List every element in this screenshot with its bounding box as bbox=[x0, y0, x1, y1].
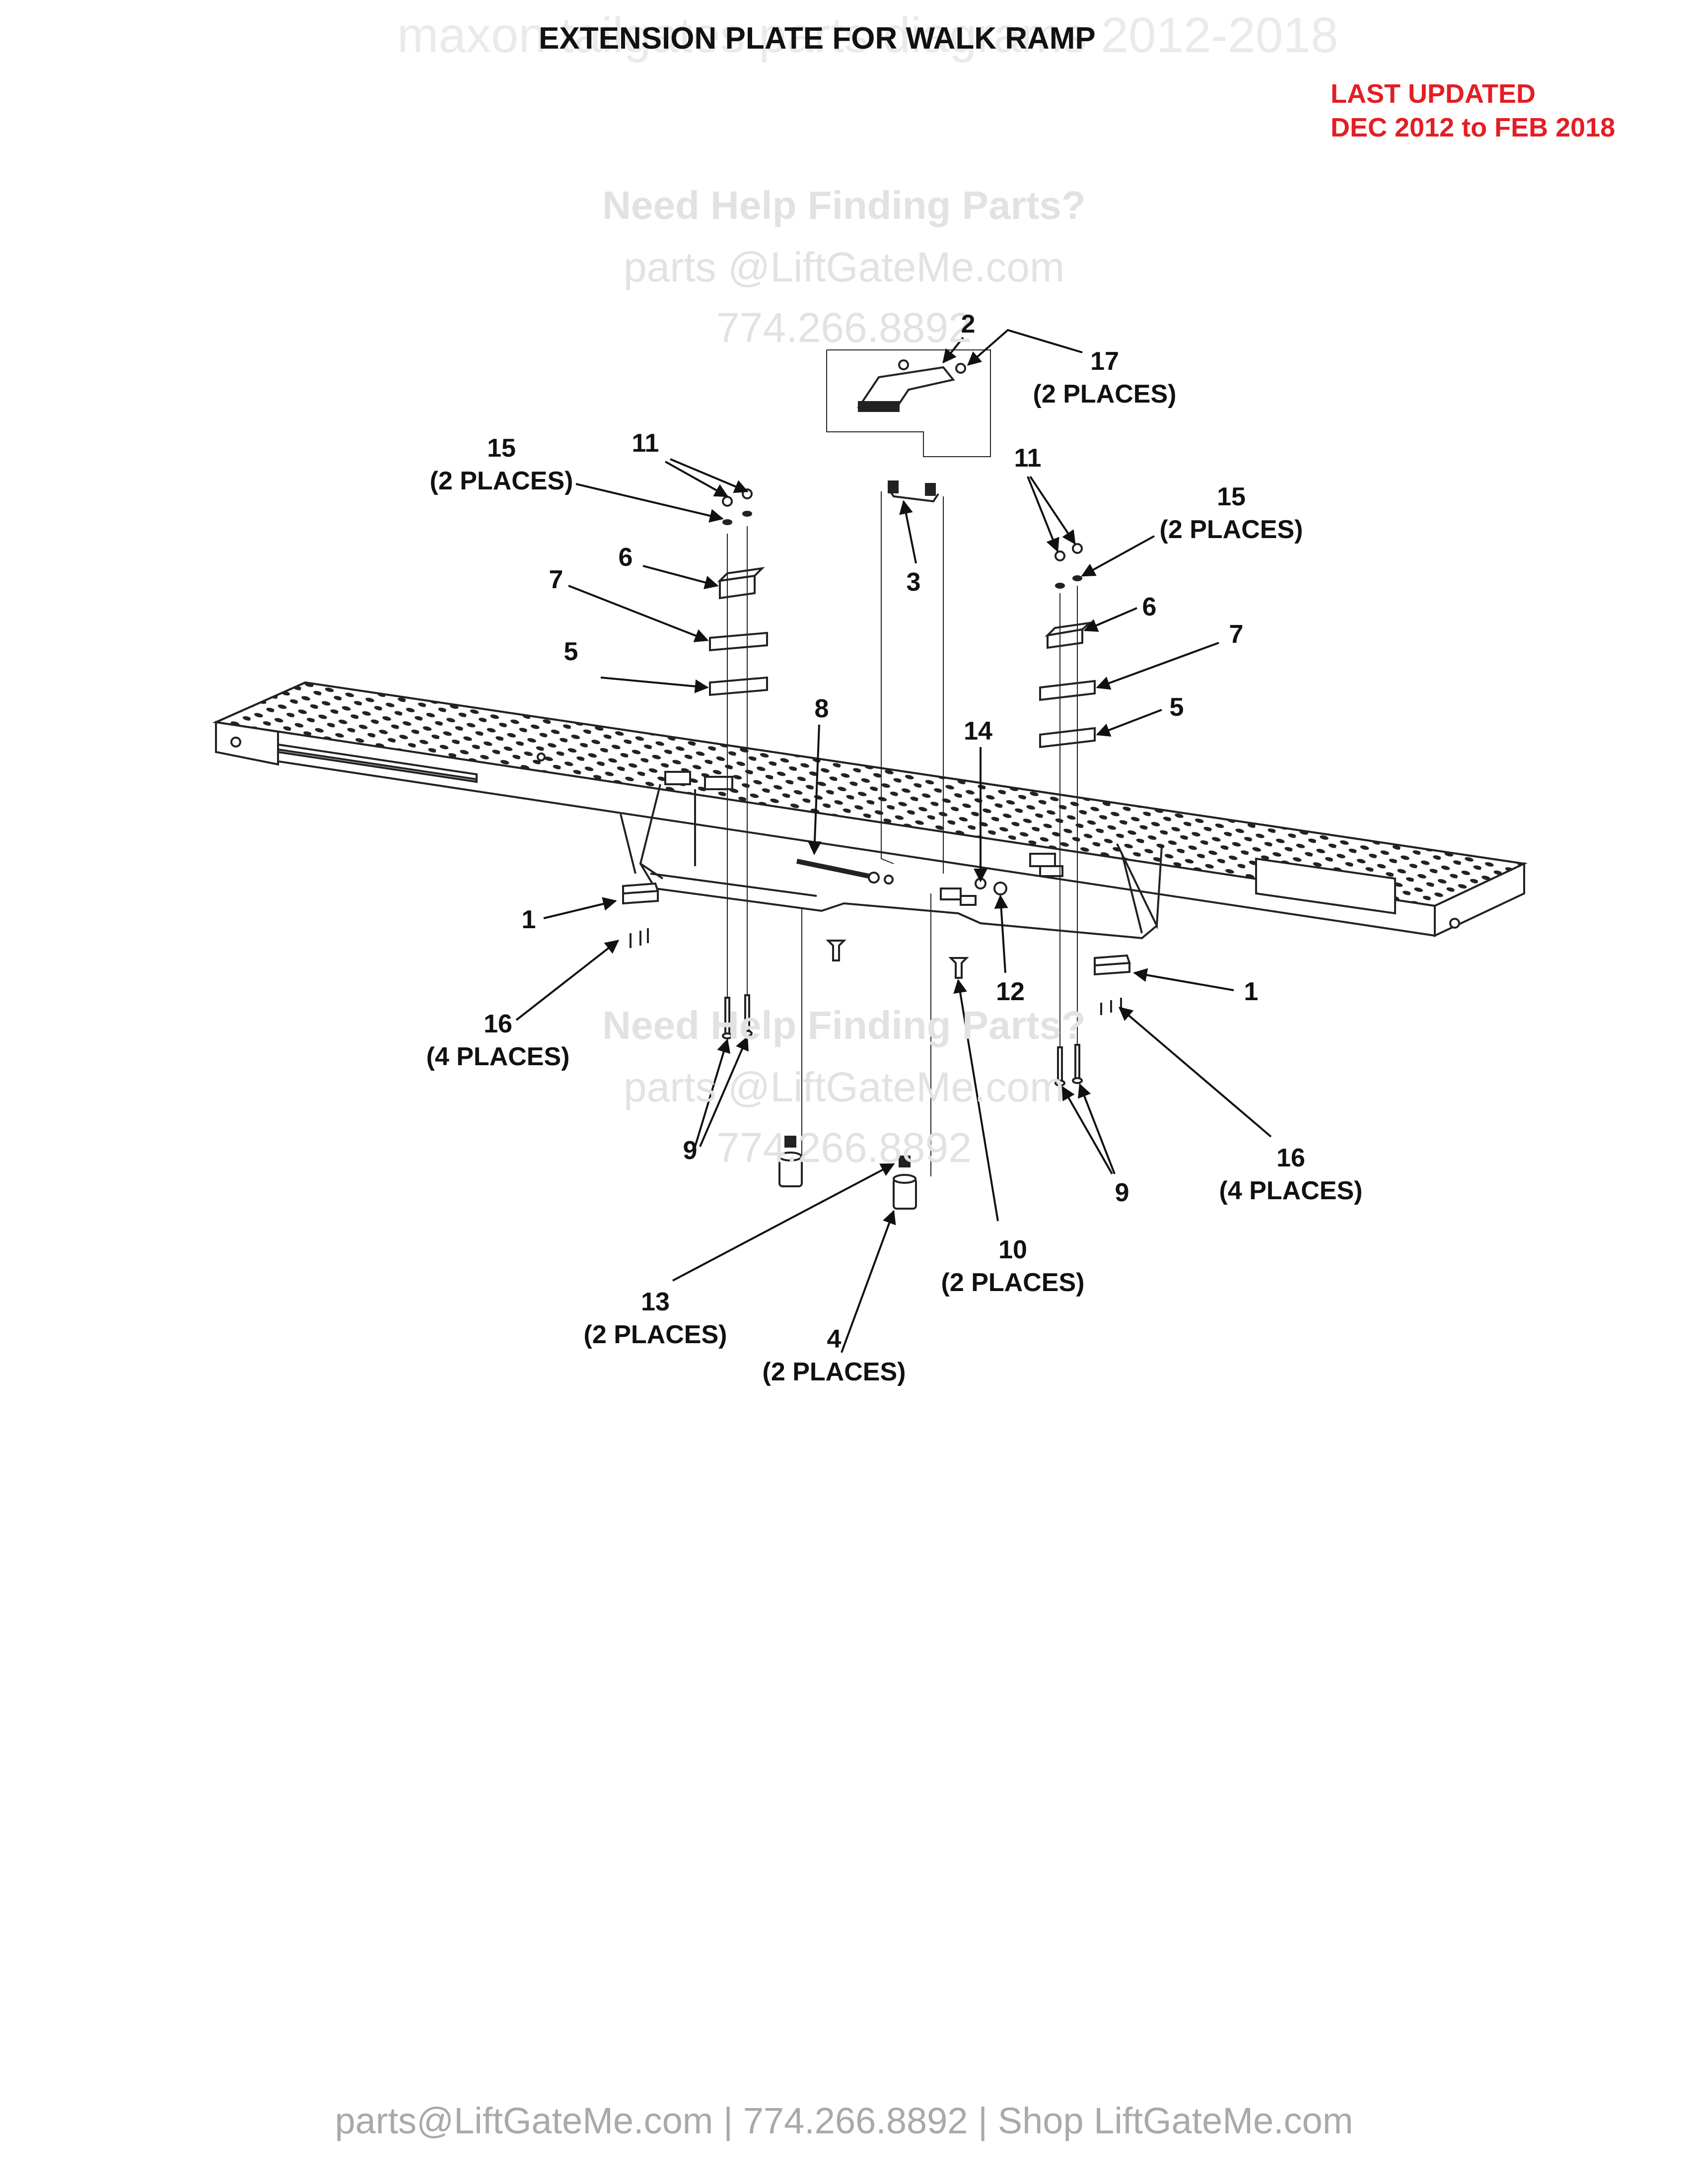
callout-number: 16 bbox=[1276, 1144, 1305, 1172]
callout-number: 13 bbox=[641, 1288, 670, 1316]
callout-number: 2 bbox=[961, 310, 976, 339]
footer-contact: parts@LiftGateMe.com | 774.266.8892 | Sh… bbox=[335, 2100, 1353, 2141]
callout-note: (4 PLACES) bbox=[426, 1042, 570, 1071]
callout-note: (4 PLACES) bbox=[1219, 1176, 1363, 1205]
callout-number: 11 bbox=[632, 429, 659, 458]
callout-number: 10 bbox=[998, 1235, 1027, 1264]
watermark-phone: 774.266.8892 bbox=[716, 304, 972, 351]
callout-12: 12 bbox=[996, 975, 1025, 1008]
callout-1: 1 bbox=[522, 903, 536, 936]
watermark-phone: 774.266.8892 bbox=[716, 1124, 972, 1171]
watermark-help: Need Help Finding Parts? bbox=[602, 1003, 1086, 1047]
callout-note: (2 PLACES) bbox=[762, 1358, 906, 1386]
callout-number: 8 bbox=[814, 694, 829, 723]
callout-13: 13 (2 PLACES) bbox=[584, 1286, 727, 1351]
callout-2: 2 bbox=[961, 308, 976, 341]
watermark-title: maxon tailgates parts diagrams 2012-2018 bbox=[397, 7, 1338, 63]
callout-number: 16 bbox=[484, 1010, 512, 1038]
callout-number: 15 bbox=[487, 434, 516, 463]
callout-15: 15 (2 PLACES) bbox=[1160, 480, 1303, 546]
watermark-email: parts @LiftGateMe.com bbox=[623, 244, 1065, 290]
callout-11: 11 bbox=[632, 427, 659, 460]
callout-9: 9 bbox=[683, 1134, 698, 1167]
callout-number: 5 bbox=[563, 637, 578, 666]
callout-17: 17 (2 PLACES) bbox=[1033, 345, 1177, 410]
callout-number: 17 bbox=[1090, 347, 1119, 376]
watermark-help: Need Help Finding Parts? bbox=[602, 183, 1086, 227]
callout-7: 7 bbox=[549, 563, 563, 596]
long-bolts bbox=[722, 994, 1083, 1087]
callout-note: (2 PLACES) bbox=[1033, 380, 1177, 409]
callout-note: (2 PLACES) bbox=[1159, 515, 1303, 544]
callout-3: 3 bbox=[907, 566, 921, 599]
mounting-frame bbox=[537, 752, 1163, 940]
callout-7: 7 bbox=[1229, 618, 1244, 651]
callout-11: 11 bbox=[1014, 442, 1042, 475]
callout-10: 10 (2 PLACES) bbox=[941, 1233, 1085, 1299]
last-updated-note: LAST UPDATED DEC 2012 to FEB 2018 bbox=[1331, 77, 1615, 144]
callout-4: 4 (2 PLACES) bbox=[763, 1323, 906, 1388]
callout-note: (2 PLACES) bbox=[583, 1320, 727, 1349]
callout-number: 11 bbox=[1014, 444, 1042, 473]
callout-16: 16 (4 PLACES) bbox=[426, 1008, 570, 1073]
callout-number: 4 bbox=[827, 1325, 842, 1354]
spacers-and-screws bbox=[778, 893, 969, 1210]
callout-number: 7 bbox=[1229, 620, 1244, 649]
callout-number: 1 bbox=[521, 905, 536, 934]
callout-number: 1 bbox=[1244, 977, 1259, 1006]
callout-number: 3 bbox=[906, 568, 921, 597]
page-title: EXTENSION PLATE FOR WALK RAMP bbox=[539, 21, 1096, 56]
extension-plate-deck bbox=[212, 681, 1528, 938]
callout-number: 14 bbox=[964, 717, 992, 746]
callout-14: 14 bbox=[964, 715, 992, 748]
callout-number: 6 bbox=[618, 543, 633, 572]
callout-number: 15 bbox=[1217, 482, 1246, 511]
callout-number: 9 bbox=[1115, 1178, 1129, 1207]
leader-lines bbox=[515, 329, 1272, 1353]
last-updated-label: LAST UPDATED bbox=[1331, 79, 1536, 109]
callout-5: 5 bbox=[564, 635, 578, 668]
last-updated-range: DEC 2012 to FEB 2018 bbox=[1331, 113, 1616, 142]
callout-number: 6 bbox=[1142, 593, 1157, 621]
callout-6: 6 bbox=[1142, 591, 1157, 623]
callout-16: 16 (4 PLACES) bbox=[1219, 1142, 1363, 1207]
callout-note: (2 PLACES) bbox=[429, 467, 573, 495]
callout-15: 15 (2 PLACES) bbox=[430, 432, 573, 497]
callout-9: 9 bbox=[1115, 1176, 1129, 1209]
latch-assembly bbox=[826, 349, 991, 874]
callout-8: 8 bbox=[815, 692, 829, 725]
callout-number: 9 bbox=[683, 1136, 698, 1165]
callout-6: 6 bbox=[619, 541, 633, 574]
callout-note: (2 PLACES) bbox=[941, 1268, 1085, 1297]
mounting-brackets bbox=[622, 882, 1131, 1015]
hardware-stack-left bbox=[709, 488, 768, 1008]
callout-number: 5 bbox=[1169, 693, 1184, 722]
callout-5: 5 bbox=[1170, 691, 1184, 724]
callout-1: 1 bbox=[1244, 975, 1259, 1008]
hardware-stack-right bbox=[1039, 543, 1096, 1082]
watermark-email: parts @LiftGateMe.com bbox=[623, 1064, 1065, 1110]
callout-number: 7 bbox=[549, 565, 563, 594]
callout-number: 12 bbox=[996, 977, 1025, 1006]
